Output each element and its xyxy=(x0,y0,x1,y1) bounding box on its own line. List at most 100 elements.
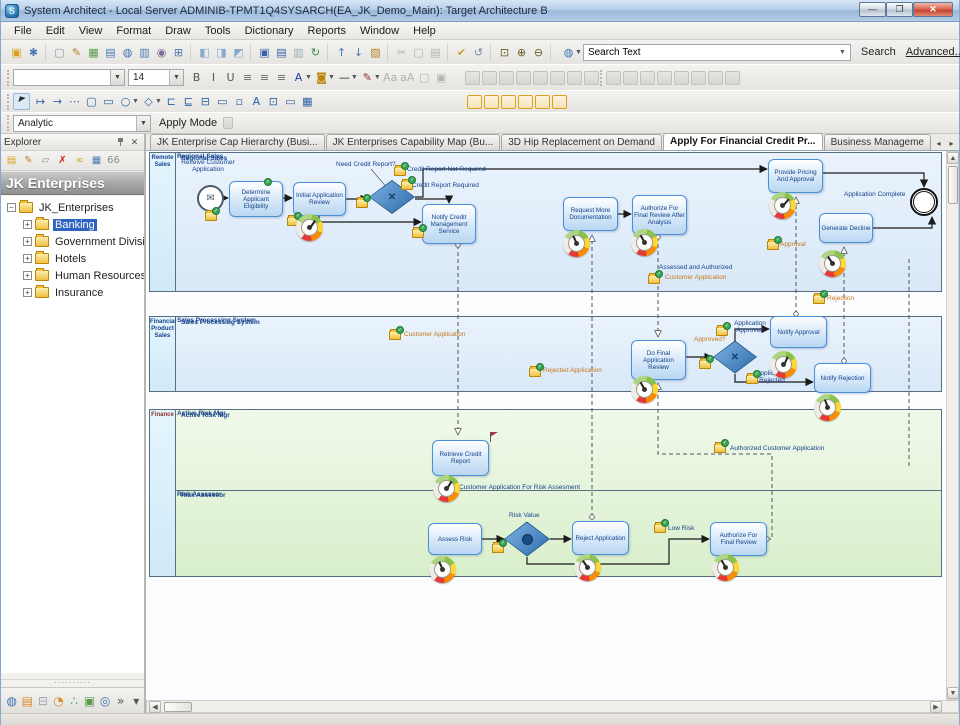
undo-icon[interactable]: ↺ xyxy=(473,45,484,59)
tree-item-insurance[interactable]: +Insurance xyxy=(1,284,144,301)
cylinder-icon[interactable]: ⊟ xyxy=(200,95,210,108)
space-across-icon[interactable] xyxy=(707,70,723,85)
metric-gauge[interactable] xyxy=(296,214,323,241)
toolbar-grip[interactable] xyxy=(7,93,11,110)
align-right-icon[interactable]: ≡ xyxy=(276,71,287,84)
search-input[interactable] xyxy=(582,43,851,61)
tab-jk-enterprise-cap-hierarchy-bu[interactable]: JK Enterprise Cap Hierarchy (Busi... xyxy=(150,134,325,150)
font-size-combo[interactable]: 14 ▼ xyxy=(128,69,184,86)
key-icon[interactable]: ▤ xyxy=(21,694,34,708)
arrow-icon[interactable]: → xyxy=(52,95,63,108)
align-top-edges-icon[interactable] xyxy=(656,70,672,85)
reset-size-icon[interactable] xyxy=(498,70,514,85)
tree-item-jk-enterprises[interactable]: −JK_Enterprises xyxy=(1,199,144,216)
order-icon[interactable] xyxy=(549,70,565,85)
gateway-inclusive[interactable] xyxy=(504,521,550,557)
data-object-folder-icon[interactable]: ✓ xyxy=(767,236,782,250)
database-icon[interactable]: ⊟ xyxy=(37,694,48,708)
distribute-v-icon[interactable] xyxy=(690,70,706,85)
edit-definition-icon[interactable]: ✎ xyxy=(71,45,82,59)
dropdown-caret-icon[interactable]: ▼ xyxy=(373,74,381,81)
data-object-folder-icon[interactable]: ✓ xyxy=(492,539,507,553)
users-icon[interactable]: ◎ xyxy=(99,694,111,708)
scroll-down-icon[interactable]: ▼ xyxy=(947,687,959,699)
image-icon[interactable]: ▦ xyxy=(88,45,99,59)
data-object-folder-icon[interactable]: ✓ xyxy=(356,194,371,208)
zoom-area-icon[interactable]: ⊡ xyxy=(499,45,510,59)
rotate-icon[interactable] xyxy=(515,70,531,85)
font-size-caret-icon[interactable]: ▼ xyxy=(169,70,183,85)
data-object-folder-icon[interactable]: ✓ xyxy=(746,370,761,384)
data-object-folder-icon[interactable]: ✓ xyxy=(394,162,409,176)
tree-item-hotels[interactable]: +Hotels xyxy=(1,250,144,267)
connector-icon[interactable]: ↦ xyxy=(35,95,46,108)
mode-combo[interactable]: Analytic ▼ xyxy=(13,114,151,132)
diamond-icon[interactable]: ◇ xyxy=(144,95,153,108)
rounded-rect-icon[interactable]: ▭ xyxy=(217,95,228,108)
task-initial-application-review[interactable]: Initial Application Review xyxy=(293,182,346,216)
dashed-line-icon[interactable]: ⋯ xyxy=(69,95,80,108)
tree-item-banking[interactable]: +Banking xyxy=(1,216,144,233)
search-advanced-button[interactable]: Advanced... xyxy=(905,46,960,58)
open-model-icon[interactable]: ▣ xyxy=(11,45,22,59)
task-request-more-documentation[interactable]: Request More Documentation xyxy=(563,197,618,231)
node-style-icon[interactable] xyxy=(551,94,567,109)
window-tile-icon[interactable]: ◩ xyxy=(233,45,244,59)
menu-view[interactable]: View xyxy=(78,24,103,37)
metric-gauge[interactable] xyxy=(631,376,658,403)
task-notify-rejection[interactable]: Notify Rejection xyxy=(814,363,871,393)
more-icon[interactable]: » xyxy=(117,694,125,708)
straighten-icon[interactable] xyxy=(483,94,499,109)
minimize-button[interactable]: — xyxy=(859,2,886,17)
tree-expand-icon[interactable]: + xyxy=(23,271,32,280)
data-object-folder-icon[interactable]: ✓ xyxy=(529,363,544,377)
mode-caret-icon[interactable]: ▼ xyxy=(136,115,150,131)
metric-gauge[interactable] xyxy=(770,351,797,378)
text-icon[interactable]: A xyxy=(252,95,261,108)
demote-icon[interactable]: ↓ xyxy=(353,45,364,59)
data-object-folder-icon[interactable]: ✓ xyxy=(412,224,427,238)
task-authorize-for-final-review-after-analysis[interactable]: Authorize For Final Review After Analysi… xyxy=(632,195,687,235)
zoom-in-icon[interactable]: ⊕ xyxy=(516,45,527,59)
gateway-exclusive[interactable]: ✕ xyxy=(713,340,757,374)
bold-icon[interactable]: B xyxy=(192,71,201,84)
chart-icon[interactable]: ◔ xyxy=(53,694,64,708)
end-event[interactable] xyxy=(910,188,938,216)
refresh-icon[interactable]: ↻ xyxy=(310,45,321,59)
panel-splitter[interactable]: ·········· xyxy=(1,679,144,687)
save-icon[interactable]: ▣ xyxy=(259,45,270,59)
attach-icon[interactable] xyxy=(500,94,516,109)
data-object-folder-icon[interactable]: ✓ xyxy=(716,322,731,336)
task-retrieve-credit-report[interactable]: Retrieve Credit Report xyxy=(432,432,498,476)
dropdown-caret-icon[interactable]: ▼ xyxy=(350,74,358,81)
tab-apply-for-financial-credit-pr-[interactable]: Apply For Financial Credit Pr... xyxy=(663,133,823,150)
metric-gauge[interactable] xyxy=(433,475,460,502)
fill-color-icon[interactable]: ◙ xyxy=(316,71,327,84)
menu-window[interactable]: Window xyxy=(360,24,400,37)
horizontal-scrollbar[interactable]: ◀ ▶ xyxy=(146,700,959,713)
table-icon[interactable]: ▥ xyxy=(139,45,150,59)
menu-dictionary[interactable]: Dictionary xyxy=(244,24,294,37)
window-new-icon[interactable]: ◧ xyxy=(199,45,210,59)
font-color-icon[interactable]: A xyxy=(294,71,303,84)
font-family-combo[interactable]: ▼ xyxy=(13,69,125,86)
save-all-icon[interactable]: ▤ xyxy=(276,45,287,59)
dropdown-caret-icon[interactable]: ▼ xyxy=(132,98,139,105)
data-object-folder-icon[interactable]: ✓ xyxy=(654,519,669,533)
menu-tools[interactable]: Tools xyxy=(204,24,231,37)
underline-icon[interactable]: U xyxy=(226,71,235,84)
dropdown-caret-icon[interactable]: ▼ xyxy=(154,98,162,105)
align-right-edges-icon[interactable] xyxy=(639,70,655,85)
zoom-out-icon[interactable]: ⊖ xyxy=(533,45,544,59)
ellipse-icon[interactable]: ○ xyxy=(120,95,131,108)
vertical-scroll-thumb[interactable] xyxy=(948,166,958,204)
matrix-icon[interactable]: ▤ xyxy=(105,45,116,59)
search-scope-caret-icon[interactable]: ▼ xyxy=(575,48,582,56)
start-event[interactable]: ✉ xyxy=(197,185,224,212)
picture-icon[interactable]: ▧ xyxy=(370,45,381,59)
metric-gauge[interactable] xyxy=(712,554,739,581)
menu-help[interactable]: Help xyxy=(413,24,436,37)
print-icon[interactable]: ▥ xyxy=(293,45,304,59)
task-do-final-application-review[interactable]: Do Final Application Review xyxy=(631,340,686,380)
italic-icon[interactable]: I xyxy=(211,71,216,84)
